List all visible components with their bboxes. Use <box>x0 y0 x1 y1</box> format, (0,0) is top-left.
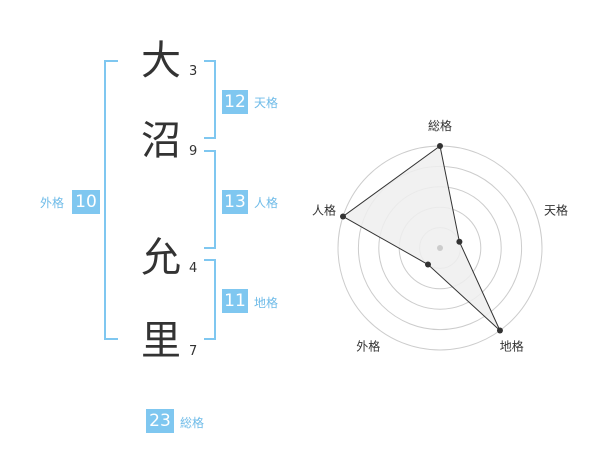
stroke-count-2: 9 <box>189 144 198 159</box>
name-char-2: 沼 <box>141 118 181 164</box>
radar-center-dot <box>437 245 443 251</box>
radar-point-3 <box>496 327 503 334</box>
radar-point-2 <box>456 238 463 245</box>
stroke-count-4: 7 <box>189 344 198 359</box>
soukaku-value: 23 <box>146 409 174 433</box>
tenkaku-value: 12 <box>222 90 248 114</box>
radar-point-5 <box>339 213 346 220</box>
tenkaku-label: 天格 <box>254 96 279 110</box>
chikaku-label: 地格 <box>254 296 279 310</box>
radar-axis-label-4: 外格 <box>356 339 380 354</box>
tenkaku-bracket <box>204 60 216 139</box>
radar-axis-label-1: 総格 <box>428 118 452 133</box>
jinkaku-label: 人格 <box>254 196 279 210</box>
chikaku-bracket <box>204 259 216 340</box>
gaikaku-value: 10 <box>72 190 100 214</box>
gaikaku-label: 外格 <box>40 196 65 210</box>
radar-axis-label-3: 地格 <box>500 339 524 354</box>
radar-area <box>342 145 501 331</box>
name-char-3: 允 <box>141 235 181 281</box>
gaikaku-bracket <box>104 60 118 340</box>
name-char-4: 里 <box>141 318 181 364</box>
stroke-count-3: 4 <box>189 261 198 276</box>
stroke-count-1: 3 <box>189 64 198 79</box>
soukaku-label: 総格 <box>180 416 205 430</box>
radar-axis-label-2: 天格 <box>544 202 568 217</box>
radar-point-1 <box>437 143 443 149</box>
name-char-1: 大 <box>141 38 181 84</box>
chikaku-value: 11 <box>222 289 248 313</box>
jinkaku-bracket <box>204 150 216 249</box>
jinkaku-value: 13 <box>222 190 248 214</box>
radar-point-4 <box>425 261 432 268</box>
radar-axis-label-5: 人格 <box>312 202 336 217</box>
